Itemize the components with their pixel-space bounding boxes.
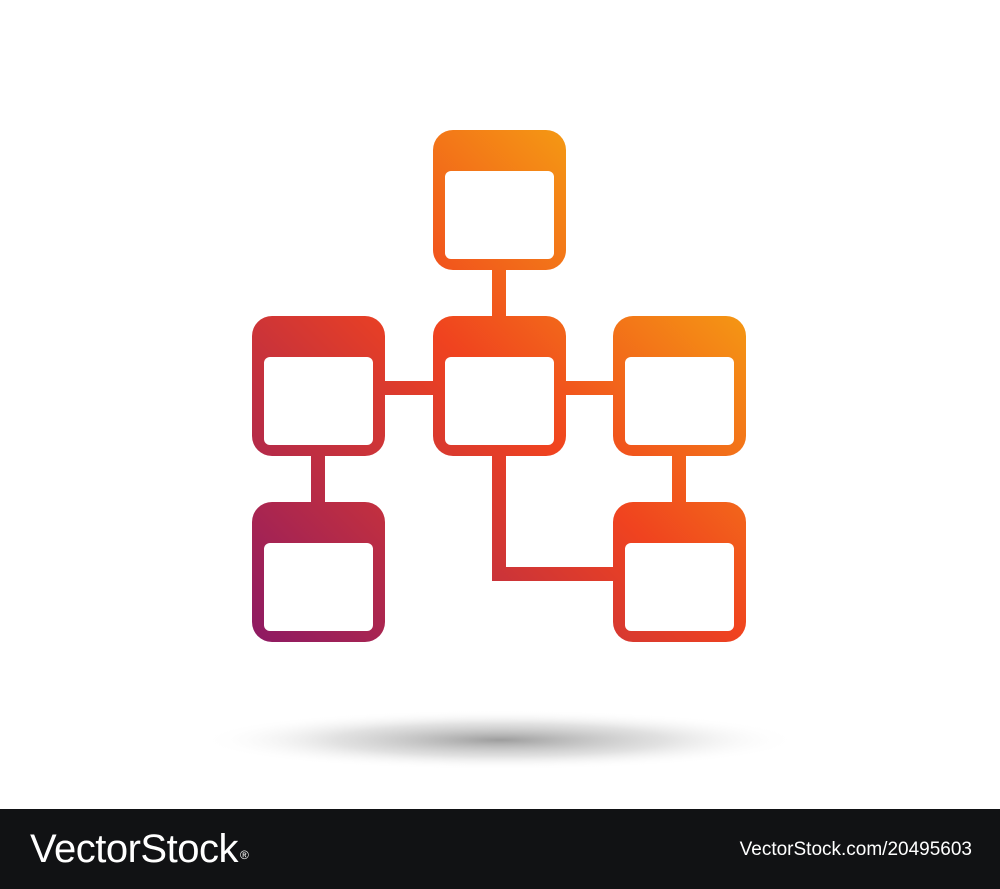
watermark-footer: VectorStock® VectorStock.com/20495603 (0, 809, 1000, 889)
image-id: VectorStock.com/20495603 (739, 839, 972, 860)
node-bottom-left (252, 502, 385, 642)
brand-name: VectorStock (30, 827, 238, 871)
icon-canvas (200, 130, 800, 770)
brand-logo: VectorStock® (30, 827, 249, 871)
node-middle-left (252, 316, 385, 456)
connector-lines (311, 268, 686, 581)
ground-shadow (200, 710, 800, 770)
registered-mark: ® (239, 848, 249, 862)
database-hierarchy-icon (200, 130, 800, 770)
node-bottom-right (613, 502, 746, 642)
node-center (433, 316, 566, 456)
hierarchy-graphic (252, 130, 746, 642)
node-middle-right (613, 316, 746, 456)
node-top (433, 130, 566, 270)
